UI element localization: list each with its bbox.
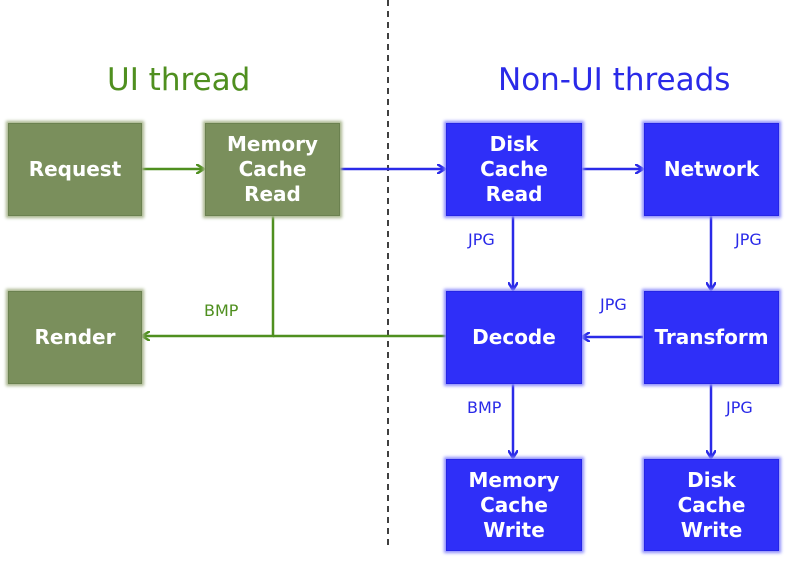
label-network-to-transform: JPG <box>735 230 762 249</box>
node-request: Request <box>8 123 142 216</box>
label-decode-to-memory-write: BMP <box>467 398 502 417</box>
label-transform-to-disk-write: JPG <box>726 398 753 417</box>
node-transform: Transform <box>644 291 779 384</box>
node-network: Network <box>644 123 779 216</box>
node-disk-cache-write: Disk Cache Write <box>644 459 779 551</box>
node-disk-cache-read: Disk Cache Read <box>446 123 582 216</box>
node-memory-cache-read: Memory Cache Read <box>205 123 340 216</box>
node-memory-cache-write: Memory Cache Write <box>446 459 582 551</box>
heading-ui-thread: UI thread <box>107 62 251 98</box>
label-disk-read-to-decode: JPG <box>468 230 495 249</box>
node-decode: Decode <box>446 291 582 384</box>
heading-non-ui-threads: Non-UI threads <box>498 62 731 98</box>
label-memory-read-to-render: BMP <box>204 301 239 320</box>
label-transform-to-decode: JPG <box>600 295 627 314</box>
node-render: Render <box>8 291 142 384</box>
